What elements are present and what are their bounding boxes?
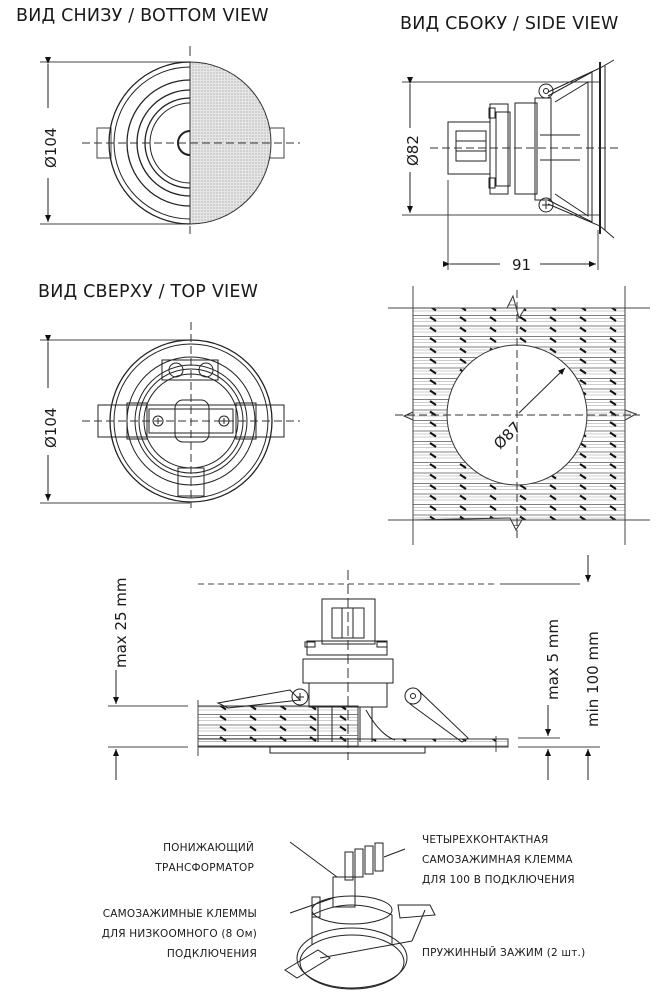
low-impedance-line-1: САМОЗАЖИМНЫЕ КЛЕММЫ	[102, 908, 257, 920]
isometric-drawing	[284, 841, 436, 990]
low-impedance-line-3: ПОДКЛЮЧЕНИЯ	[166, 948, 257, 960]
top-view-title: ВИД СВЕРХУ / TOP VIEW	[38, 282, 259, 302]
spring-clip-label: ПРУЖИННЫЙ ЗАЖИМ (2 шт.)	[422, 943, 585, 963]
transformer-label-line-1: ПОНИЖАЮЩИЙ	[163, 842, 254, 854]
installation-drawing	[108, 555, 600, 780]
bottom-view-title: ВИД СНИЗУ / BOTTOM VIEW	[16, 6, 269, 26]
top-view-drawing	[40, 322, 300, 508]
transformer-label: ПОНИЖАЮЩИЙ ТРАНСФОРМАТОР	[155, 838, 254, 878]
spring-clip-line-1: ПРУЖИННЫЙ ЗАЖИМ (2 шт.)	[422, 947, 586, 959]
transformer-label-line-2: ТРАНСФОРМАТОР	[155, 862, 254, 874]
top-diameter-label: Ø104	[42, 408, 60, 448]
cutout-drawing	[388, 286, 650, 545]
side-view-title: ВИД СБОКУ / SIDE VIEW	[400, 14, 619, 34]
ceiling-max-label: max 25 mm	[112, 577, 130, 668]
four-pin-line-1: ЧЕТЫРЕХКОНТАКТНАЯ	[422, 834, 549, 846]
four-pin-line-2: САМОЗАЖИМНАЯ КЛЕММА	[422, 854, 573, 866]
side-diameter-label: Ø82	[404, 135, 422, 166]
flange-max-label: max 5 mm	[544, 619, 562, 700]
four-pin-line-3: ДЛЯ 100 В ПОДКЛЮЧЕНИЯ	[422, 874, 575, 886]
side-view-drawing	[402, 59, 620, 270]
low-impedance-line-2: ДЛЯ НИЗКООМНОГО (8 Ом)	[101, 928, 257, 940]
bottom-diameter-label: Ø104	[42, 128, 60, 168]
four-pin-terminal-label: ЧЕТЫРЕХКОНТАКТНАЯ САМОЗАЖИМНАЯ КЛЕММА ДЛ…	[422, 830, 575, 890]
clearance-min-label: min 100 mm	[584, 631, 602, 727]
side-depth-label: 91	[512, 256, 531, 274]
bottom-view-drawing	[40, 46, 300, 234]
low-impedance-terminals-label: САМОЗАЖИМНЫЕ КЛЕММЫ ДЛЯ НИЗКООМНОГО (8 О…	[102, 904, 257, 964]
